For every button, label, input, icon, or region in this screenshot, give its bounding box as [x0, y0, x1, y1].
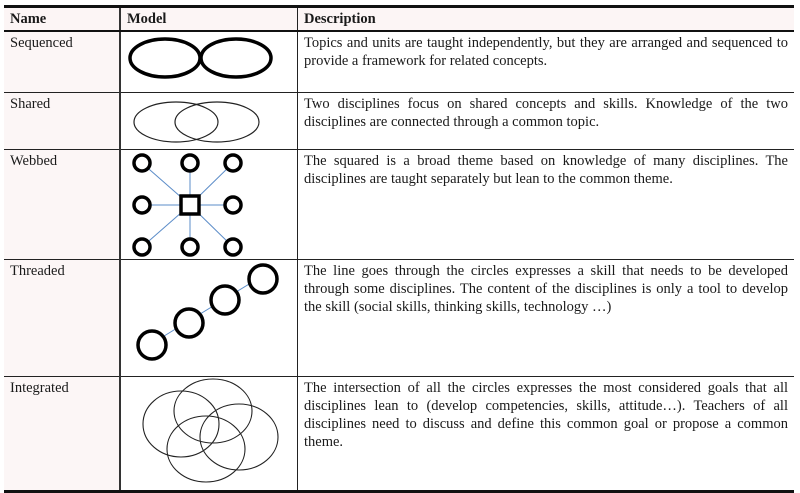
thread-line [150, 277, 260, 345]
header-description: Description [297, 5, 794, 32]
ellipse-right [174, 101, 260, 143]
header-model: Model [120, 5, 298, 32]
row-model [120, 259, 298, 377]
row-description: Topics and units are taught independentl… [297, 31, 794, 93]
row-description: Two disciplines focus on shared concepts… [297, 92, 794, 150]
row-name: Threaded [4, 259, 121, 377]
table-row: Threaded The line goes through the circl… [4, 259, 794, 377]
ellipse-left [128, 37, 202, 79]
table-header-row: Name Model Description [4, 5, 794, 32]
overlapping-ellipses [142, 378, 279, 483]
ellipse-right [199, 37, 273, 79]
curriculum-models-table: Name Model Description Sequenced Topics … [4, 5, 794, 493]
thread-circles [136, 263, 279, 361]
table-row: Integrated The intersection of all the c… [4, 376, 794, 493]
shared-model-icon [133, 101, 260, 143]
header-name: Name [4, 5, 121, 32]
table-row: Webbed [4, 149, 794, 260]
integrated-model-icon [142, 378, 279, 483]
row-model [120, 92, 298, 150]
row-model [120, 31, 298, 93]
row-name: Sequenced [4, 31, 121, 93]
discipline-circles [132, 153, 243, 257]
row-description: The squared is a broad theme based on kn… [297, 149, 794, 260]
row-name: Webbed [4, 149, 121, 260]
theme-square [179, 194, 201, 216]
ellipse-left [133, 101, 219, 143]
row-name: Integrated [4, 376, 121, 493]
row-name: Shared [4, 92, 121, 150]
table-row: Sequenced Topics and units are taught in… [4, 31, 794, 93]
row-model [120, 149, 298, 260]
threaded-model-icon [136, 263, 279, 361]
row-model [120, 376, 298, 493]
row-description: The line goes through the circles expres… [297, 259, 794, 377]
sequenced-model-icon [128, 37, 273, 79]
table-row: Shared Two disciplines focus on shared c… [4, 92, 794, 150]
row-description: The intersection of all the circles expr… [297, 376, 794, 493]
webbed-model-icon [132, 153, 243, 257]
